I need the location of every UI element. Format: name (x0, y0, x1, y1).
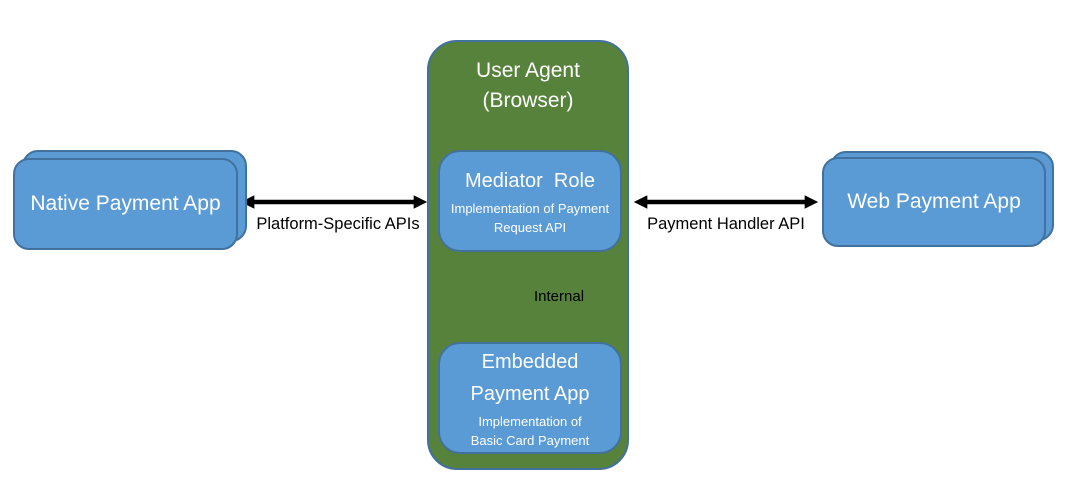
embedded-payment-app-box: Embedded Payment App Implementation of B… (438, 342, 622, 454)
internal-label: Internal (534, 288, 585, 305)
user-agent-title: User Agent (Browser) (476, 59, 580, 112)
embedded-payment-app-subtitle: Implementation of Basic Card Payment (470, 414, 590, 448)
embedded-payment-app-title: Embedded Payment App (470, 351, 590, 405)
native-payment-app-label: Native Payment App (30, 192, 221, 215)
native-payment-app-box: Native Payment App (13, 158, 238, 250)
web-payment-app-box: Web Payment App (822, 157, 1046, 247)
mediator-role-title: Mediator Role (464, 170, 596, 192)
web-payment-app-label: Web Payment App (847, 190, 1021, 213)
mediator-role-subtitle: Implementation of Payment Request API (450, 201, 610, 235)
payment-handler-api-label: Payment Handler API (647, 215, 805, 233)
platform-specific-apis-label: Platform-Specific APIs (256, 215, 420, 233)
mediator-role-box: Mediator Role Implementation of Payment … (438, 150, 622, 252)
user-agent-container: User Agent (Browser) Mediator Role Imple… (427, 40, 629, 470)
